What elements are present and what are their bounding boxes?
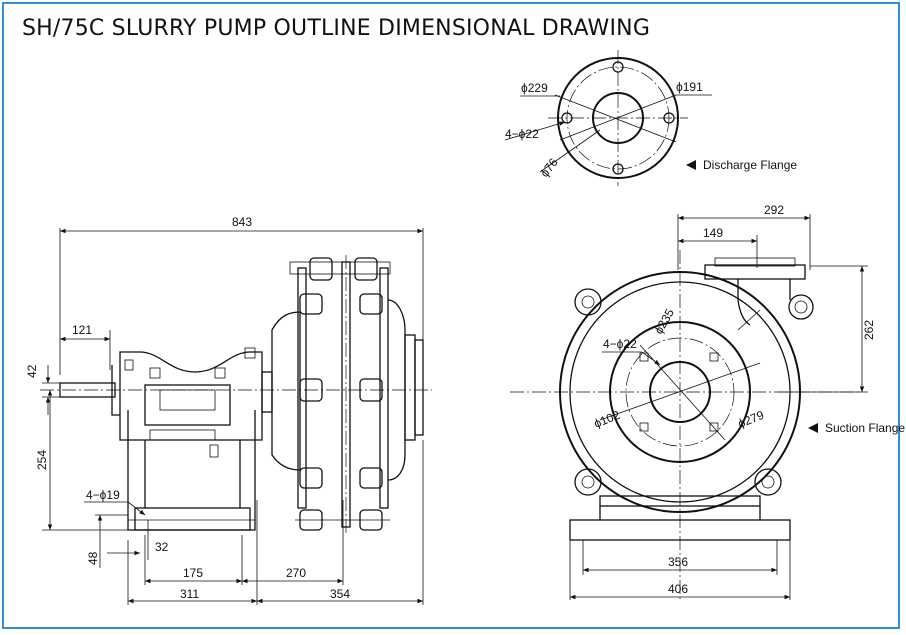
- dim-foot-inner: 356: [668, 555, 688, 569]
- dim-overall-length: 843: [232, 215, 252, 229]
- suction-flange-label: Suction Flange: [825, 421, 905, 435]
- discharge-bolt-hole: [612, 163, 624, 175]
- dim-shaft-extension: 121: [72, 323, 92, 337]
- dim-hole-offset: 32: [155, 540, 169, 554]
- discharge-bolt-holes-dim: 4−ϕ22: [505, 127, 539, 141]
- discharge-flange-pointer-icon: [686, 160, 696, 170]
- dim-base-to-flange: 270: [286, 566, 306, 580]
- drawing-frame: [2, 2, 900, 629]
- casing-frame-plate: [271, 311, 301, 471]
- suction-bolt-holes-dim: 4−ϕ22: [603, 337, 637, 351]
- discharge-nozzle-flange: [704, 264, 806, 280]
- discharge-flange-label: Discharge Flange: [703, 158, 797, 172]
- discharge-bolt-hole: [612, 61, 624, 73]
- suction-bolt-circle-dim: ϕ235: [651, 306, 677, 336]
- dim-base-inner: 175: [183, 566, 203, 580]
- dim-shaft-height: 42: [25, 364, 39, 378]
- discharge-flange-view: ϕ229 ϕ191 4−ϕ22 ϕ76 Discharge Flange: [504, 50, 797, 186]
- front-view: 292 149 262: [510, 203, 905, 600]
- suction-flange-pointer-icon: [808, 423, 818, 433]
- dim-discharge-offset: 149: [703, 226, 723, 240]
- pump-base: [127, 410, 256, 531]
- discharge-bolt-hole: [561, 112, 573, 124]
- suction-bore-dim: ϕ102: [592, 408, 622, 431]
- suction-flange-side: [404, 334, 416, 441]
- dim-base-height: 48: [86, 551, 100, 565]
- drawing-title: SH/75C SLURRY PUMP OUTLINE DIMENSIONAL D…: [22, 16, 651, 41]
- dim-discharge-height: 262: [862, 320, 876, 340]
- discharge-outer-dim: ϕ229: [521, 81, 548, 95]
- dim-center-height: 254: [35, 450, 49, 470]
- pump-feet: [569, 519, 791, 541]
- dim-discharge-offset-total: 292: [764, 203, 784, 217]
- side-view: 843 121 42 254: [25, 215, 432, 605]
- dim-base-length: 311: [180, 587, 199, 601]
- dim-foot-outer: 406: [668, 582, 688, 596]
- discharge-bore-dim: ϕ76: [537, 155, 561, 180]
- suction-outer-dim: ϕ279: [736, 408, 766, 431]
- dim-foot-holes: 4−ϕ19: [86, 488, 120, 502]
- dim-casing-length: 354: [330, 587, 350, 601]
- discharge-bolt-hole: [663, 112, 675, 124]
- bearing-housing: [111, 351, 263, 441]
- discharge-bolt-circle-dim: ϕ191: [676, 80, 703, 94]
